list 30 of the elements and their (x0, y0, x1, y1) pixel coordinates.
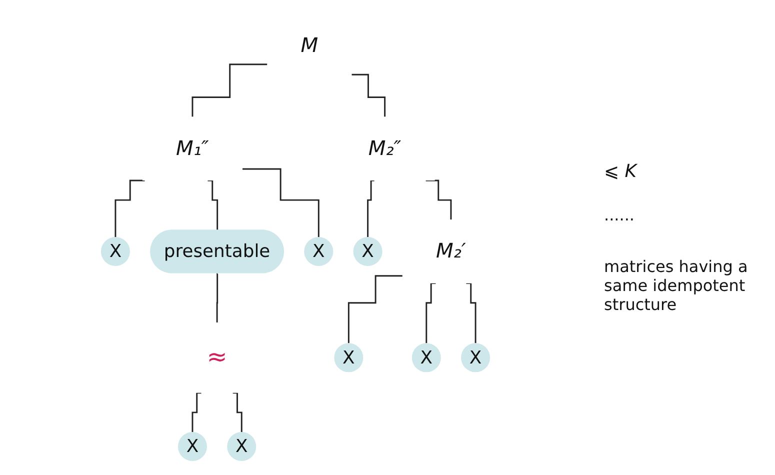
bracket-caption: matrices having a same idempotent structure (603, 256, 749, 316)
connector (366, 180, 374, 238)
node-circle: X (100, 236, 130, 266)
node-text: ≈ (206, 344, 228, 372)
dimension-line-label: ⩽ K (603, 160, 638, 184)
connector (192, 64, 267, 118)
connector (216, 273, 218, 324)
connector (426, 180, 452, 220)
connector (232, 392, 242, 433)
node-text: M (300, 34, 318, 58)
node-circle: X (460, 343, 490, 372)
connector (351, 74, 386, 118)
connector (425, 282, 436, 344)
node-circle: X (178, 432, 207, 462)
node-text: M₁″ (176, 136, 209, 160)
connector (192, 392, 202, 433)
node-box: presentable (150, 230, 284, 274)
connector (114, 180, 145, 238)
ellipsis-text: ······ (603, 209, 636, 231)
connector (348, 275, 402, 344)
connector (207, 180, 218, 231)
node-circle: X (412, 343, 441, 372)
node-circle: X (334, 343, 363, 372)
node-text: M₂″ (368, 136, 402, 160)
connector (466, 282, 476, 344)
connector (242, 168, 320, 238)
node-text: M₂′ (436, 240, 466, 264)
node-circle: X (304, 236, 333, 266)
node-circle: X (226, 432, 256, 462)
node-circle: X (353, 236, 382, 266)
